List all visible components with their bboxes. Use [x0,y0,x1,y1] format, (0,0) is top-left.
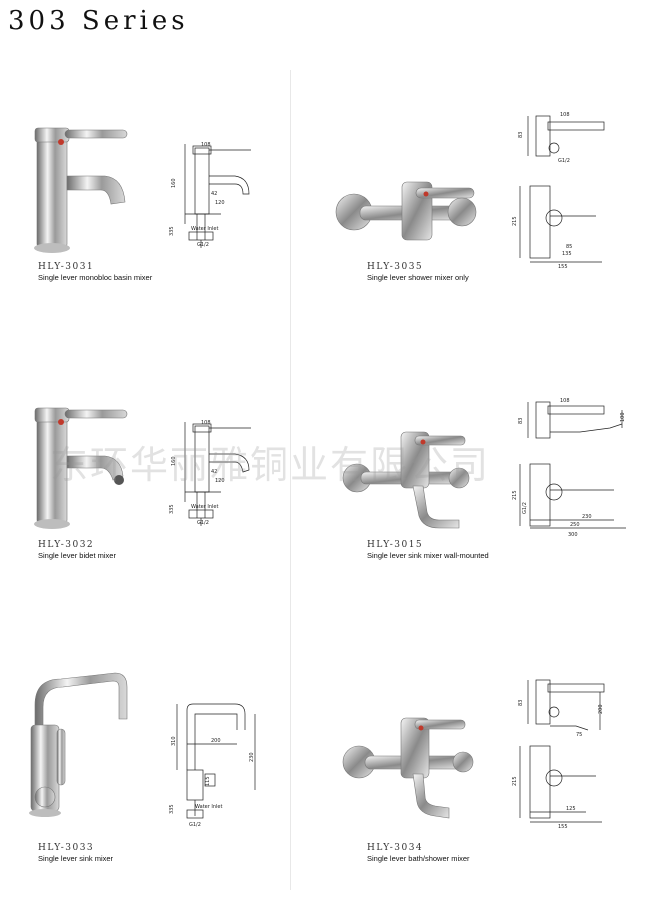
product-description: Single lever bath/shower mixer [367,854,470,863]
product-description: Single lever sink mixer [38,854,114,863]
svg-text:120: 120 [215,478,225,484]
svg-text:G1/2: G1/2 [197,520,209,526]
svg-text:115: 115 [205,776,211,786]
page-title: 303 Series [8,6,189,36]
svg-text:Water Inlet: Water Inlet [191,226,218,232]
svg-text:250: 250 [570,522,580,528]
svg-text:108: 108 [201,142,211,148]
svg-text:120: 120 [215,200,225,206]
product-code: HLY-3031 [38,262,95,272]
tech-drawing-3032: 108 160 120 42 335 Water Inlet G1/2 [169,420,251,526]
product-description: Single lever bidet mixer [38,551,116,560]
product-code: HLY-3035 [367,262,424,272]
product-code: HLY-3034 [367,843,424,853]
product-photo-shower-mixer [335,181,477,241]
product-photo-sink-mixer [29,672,128,817]
svg-text:160: 160 [171,178,177,188]
product-description: Single lever sink mixer wall-mounted [367,551,489,560]
svg-text:42: 42 [211,191,217,197]
svg-text:108: 108 [560,112,570,118]
svg-text:230: 230 [249,752,255,762]
svg-text:215: 215 [512,216,518,226]
svg-text:83: 83 [518,700,524,706]
svg-text:155: 155 [558,824,568,830]
svg-text:125: 125 [566,806,576,812]
svg-text:G1/2: G1/2 [558,158,570,164]
svg-text:75: 75 [576,732,582,738]
tech-drawing-3035: 108 83 G1/2 215 85 135 155 [512,112,605,270]
svg-text:108: 108 [201,420,211,426]
tech-drawing-3034: 83 200 75 215 125 155 [512,679,605,830]
svg-text:83: 83 [518,132,524,138]
svg-text:Water Inlet: Water Inlet [195,804,222,810]
tech-drawing-3033: 200 310 230 115 335 Water Inlet G1/2 [169,703,256,828]
svg-text:G1/2: G1/2 [522,502,528,514]
product-code: HLY-3033 [38,843,95,853]
product-code: HLY-3015 [367,540,424,550]
svg-text:335: 335 [169,226,175,236]
svg-text:215: 215 [512,490,518,500]
svg-text:200: 200 [211,738,221,744]
svg-text:Water Inlet: Water Inlet [191,504,218,510]
product-description: Single lever monobloc basin mixer [38,273,153,282]
svg-text:85: 85 [566,244,572,250]
svg-text:230: 230 [582,514,592,520]
product-photo-bidet-mixer [34,407,128,529]
svg-text:G1/2: G1/2 [197,242,209,248]
svg-text:310: 310 [171,736,177,746]
svg-text:300: 300 [568,532,578,538]
svg-text:160: 160 [171,456,177,466]
tech-drawing-3031: 108 160 120 42 335 Water Inlet G1/2 [169,142,251,248]
svg-text:155: 155 [558,264,568,270]
svg-text:42: 42 [211,469,217,475]
svg-text:200: 200 [598,704,604,714]
product-photo-basin-mixer [34,127,128,253]
product-code: HLY-3032 [38,540,95,550]
svg-text:135: 135 [562,251,572,257]
tech-drawing-3015: 108 83 100 215 230 250 300 G1/2 [512,398,626,538]
svg-text:215: 215 [512,776,518,786]
svg-text:100: 100 [620,412,626,422]
svg-text:G1/2: G1/2 [189,822,201,828]
product-photo-bath-shower-mixer [342,717,474,819]
product-photo-wall-sink-mixer [342,431,470,529]
svg-text:335: 335 [169,804,175,814]
svg-text:108: 108 [560,398,570,404]
column-divider [290,70,291,890]
svg-text:335: 335 [169,504,175,514]
svg-text:83: 83 [518,418,524,424]
product-description: Single lever shower mixer only [367,273,469,282]
